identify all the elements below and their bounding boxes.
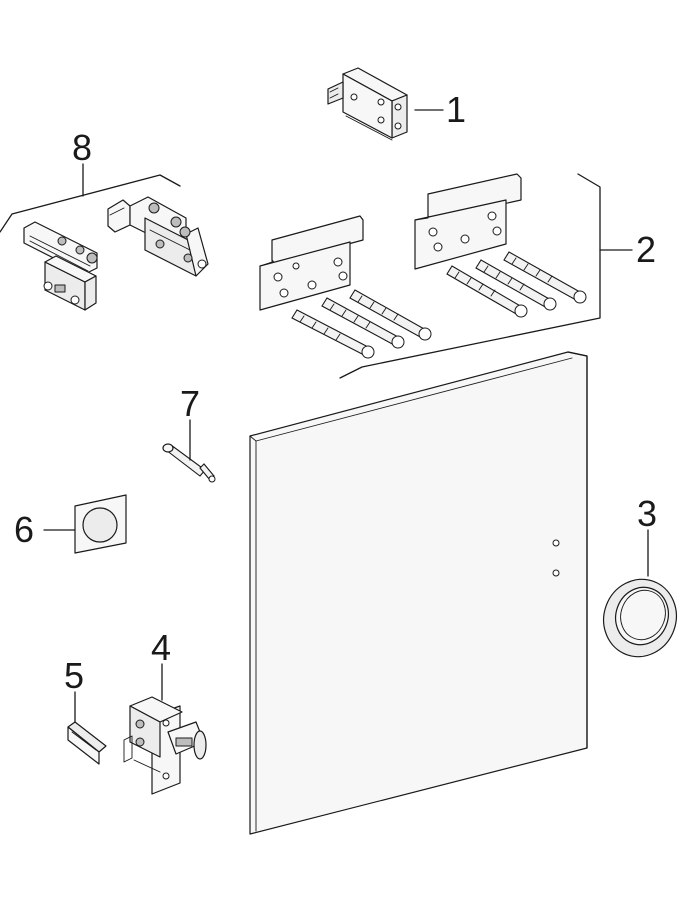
callout-6: 6: [14, 509, 34, 550]
part-4-door-latch: [123, 696, 207, 795]
part-7-pin: [162, 443, 216, 483]
screw-group-right: [446, 251, 587, 318]
callout-7: 7: [180, 383, 200, 424]
callout-1: 1: [446, 89, 466, 130]
part-5-strike-pad: [67, 721, 107, 765]
callout-8: 8: [72, 127, 92, 168]
part-1-mounting-block: [327, 67, 408, 141]
screw-group-left: [291, 289, 432, 359]
part-2-wall-brackets: [259, 173, 601, 379]
callout-2: 2: [636, 229, 656, 270]
door-panel: [249, 351, 588, 835]
part-3-ring-seal: [603, 578, 677, 658]
callout-3: 3: [637, 493, 657, 534]
callout-5: 5: [64, 655, 84, 696]
part-6-cover-plate: [74, 494, 127, 554]
callout-4: 4: [151, 627, 171, 668]
part-8-hinge-pair: [0, 174, 209, 311]
